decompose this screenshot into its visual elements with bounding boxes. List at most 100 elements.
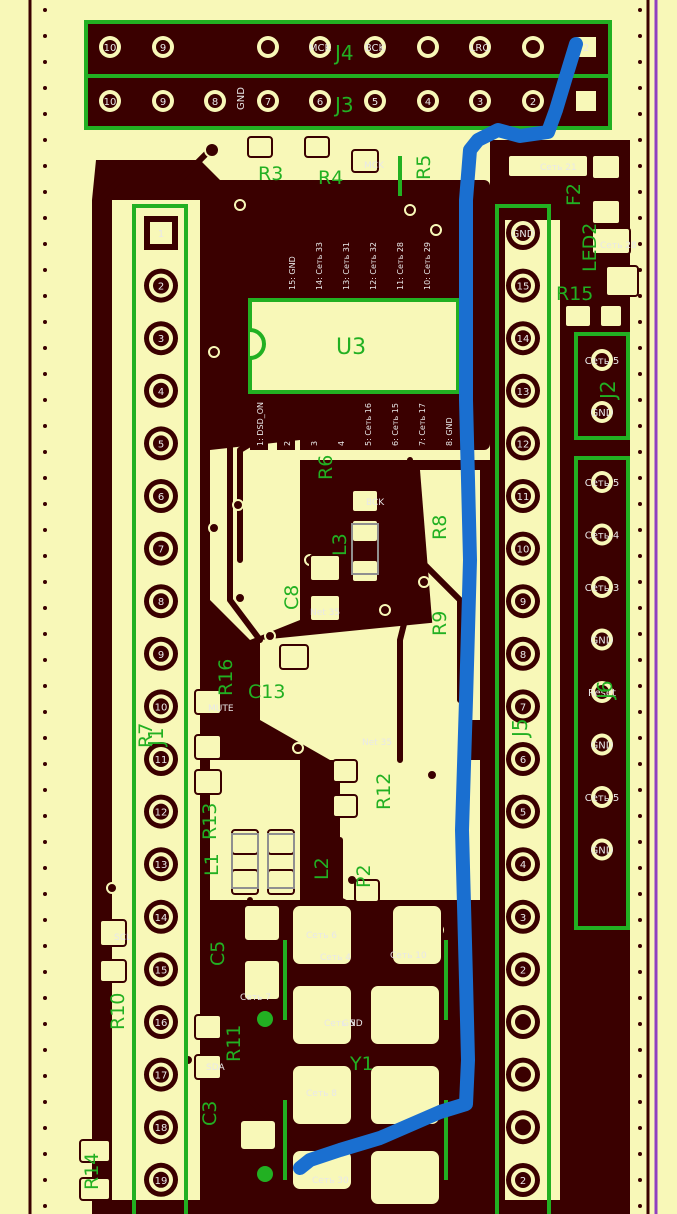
left-header-label: J1: [144, 727, 168, 748]
pad-label: GND: [591, 408, 614, 419]
stitch-dot: [43, 60, 47, 64]
pad-center: [473, 94, 487, 108]
u3-label: U3: [336, 335, 366, 360]
u3-pin-label: 4: [337, 441, 346, 446]
pad-center: [261, 40, 275, 54]
pad-center: [368, 94, 382, 108]
stitch-dot: [43, 710, 47, 714]
stitch-dot: [638, 1126, 642, 1130]
stitch-dot: [638, 424, 642, 428]
pad-label: GND: [512, 229, 535, 240]
j6-label: J6: [593, 680, 617, 701]
stitch-dot: [638, 190, 642, 194]
pad-center: [595, 580, 609, 594]
u3-pin-label: 15: GND: [288, 256, 297, 290]
refdes-r12: R12: [373, 773, 395, 810]
stitch-dot: [638, 892, 642, 896]
pad-center: [153, 698, 169, 715]
pad-label: 15: [155, 965, 168, 976]
pad-center: [103, 94, 117, 108]
stitch-dot: [43, 996, 47, 1000]
pad-center: [515, 751, 531, 767]
pad-center: [595, 353, 609, 367]
stitch-dot: [638, 762, 642, 766]
stitch-dot: [638, 606, 642, 610]
u3-pin-label: 7: Сеть 17: [418, 403, 427, 446]
pad-center: [473, 40, 487, 54]
pad-center: [153, 751, 169, 767]
pad-label: 2: [520, 965, 526, 976]
refdes-r11: R11: [223, 1025, 245, 1062]
pad-center: [313, 40, 327, 54]
pad-center: [515, 803, 531, 820]
stitch-dot: [43, 294, 47, 298]
stitch-dot: [638, 788, 642, 792]
pad-center: [103, 40, 117, 54]
stitch-dot: [638, 1204, 642, 1208]
net-label: SDA: [206, 1063, 225, 1073]
pad-label: Сеть 5: [585, 356, 619, 367]
net-label: BCK: [366, 498, 385, 508]
u3-pin-label: 6: Сеть 15: [391, 403, 400, 446]
u3-pad: [277, 400, 295, 450]
u3-pad: [282, 244, 300, 294]
stitch-dot: [43, 580, 47, 584]
pad-center: [595, 527, 609, 542]
stitch-dot: [638, 34, 642, 38]
pad-label: 14: [155, 913, 168, 924]
pad-center: [153, 908, 169, 925]
u3-pin-label: 11: Сеть 28: [396, 242, 405, 290]
stitch-dot: [43, 554, 47, 558]
stitch-dot: [638, 1048, 642, 1052]
pad-label: 2: [158, 282, 164, 293]
pad-label: 6: [158, 492, 164, 503]
stitch-dot: [43, 840, 47, 844]
pad-center: [153, 645, 169, 662]
pad-center: [515, 488, 531, 504]
stitch-dot: [43, 138, 47, 142]
pad-hole: [576, 91, 596, 111]
stitch-dot: [43, 762, 47, 766]
pad-label: 7: [520, 702, 526, 713]
stitch-dot: [43, 528, 47, 532]
pad-label: 10: [155, 702, 168, 713]
stitch-dot: [43, 970, 47, 974]
j2-pins: Сеть 5 GND: [585, 344, 619, 428]
stitch-dot: [638, 216, 642, 220]
stitch-dot: [43, 476, 47, 480]
net-label: Сеть 6: [306, 931, 337, 941]
refdes-r5: R5: [413, 155, 435, 180]
pad-label: MCK: [309, 43, 332, 54]
refdes-r15: R15: [556, 283, 593, 305]
j2-label: J2: [596, 380, 620, 401]
u3-pad: [390, 244, 408, 294]
header-outline-bottom: [84, 74, 612, 130]
inductor-outlines: [231, 523, 379, 889]
pad-label: 8: [158, 597, 164, 608]
pad-label: 9: [520, 597, 526, 608]
pad-center: [153, 1171, 169, 1188]
stitch-dot: [43, 320, 47, 324]
pad-center: [421, 94, 435, 108]
pad-label: LRO: [470, 43, 491, 54]
blue-route-stroke: [293, 37, 583, 1175]
u3-pin-label: 8: GND: [445, 417, 454, 446]
stitch-dot: [638, 970, 642, 974]
pad-label: Сеть 3: [585, 583, 619, 594]
refdes-led2: LED2: [579, 223, 601, 272]
pad-center: [515, 1066, 531, 1083]
stitch-dot: [43, 788, 47, 792]
u3-pad: [304, 400, 322, 450]
u3-pin-label: 13: Сеть 31: [342, 242, 351, 290]
stitch-dot: [638, 164, 642, 168]
pad-label: 8: [212, 97, 218, 108]
stitch-dot: [43, 112, 47, 116]
net-label: MCK: [364, 161, 385, 171]
stitch-dot: [43, 398, 47, 402]
pad-center: [153, 382, 169, 399]
